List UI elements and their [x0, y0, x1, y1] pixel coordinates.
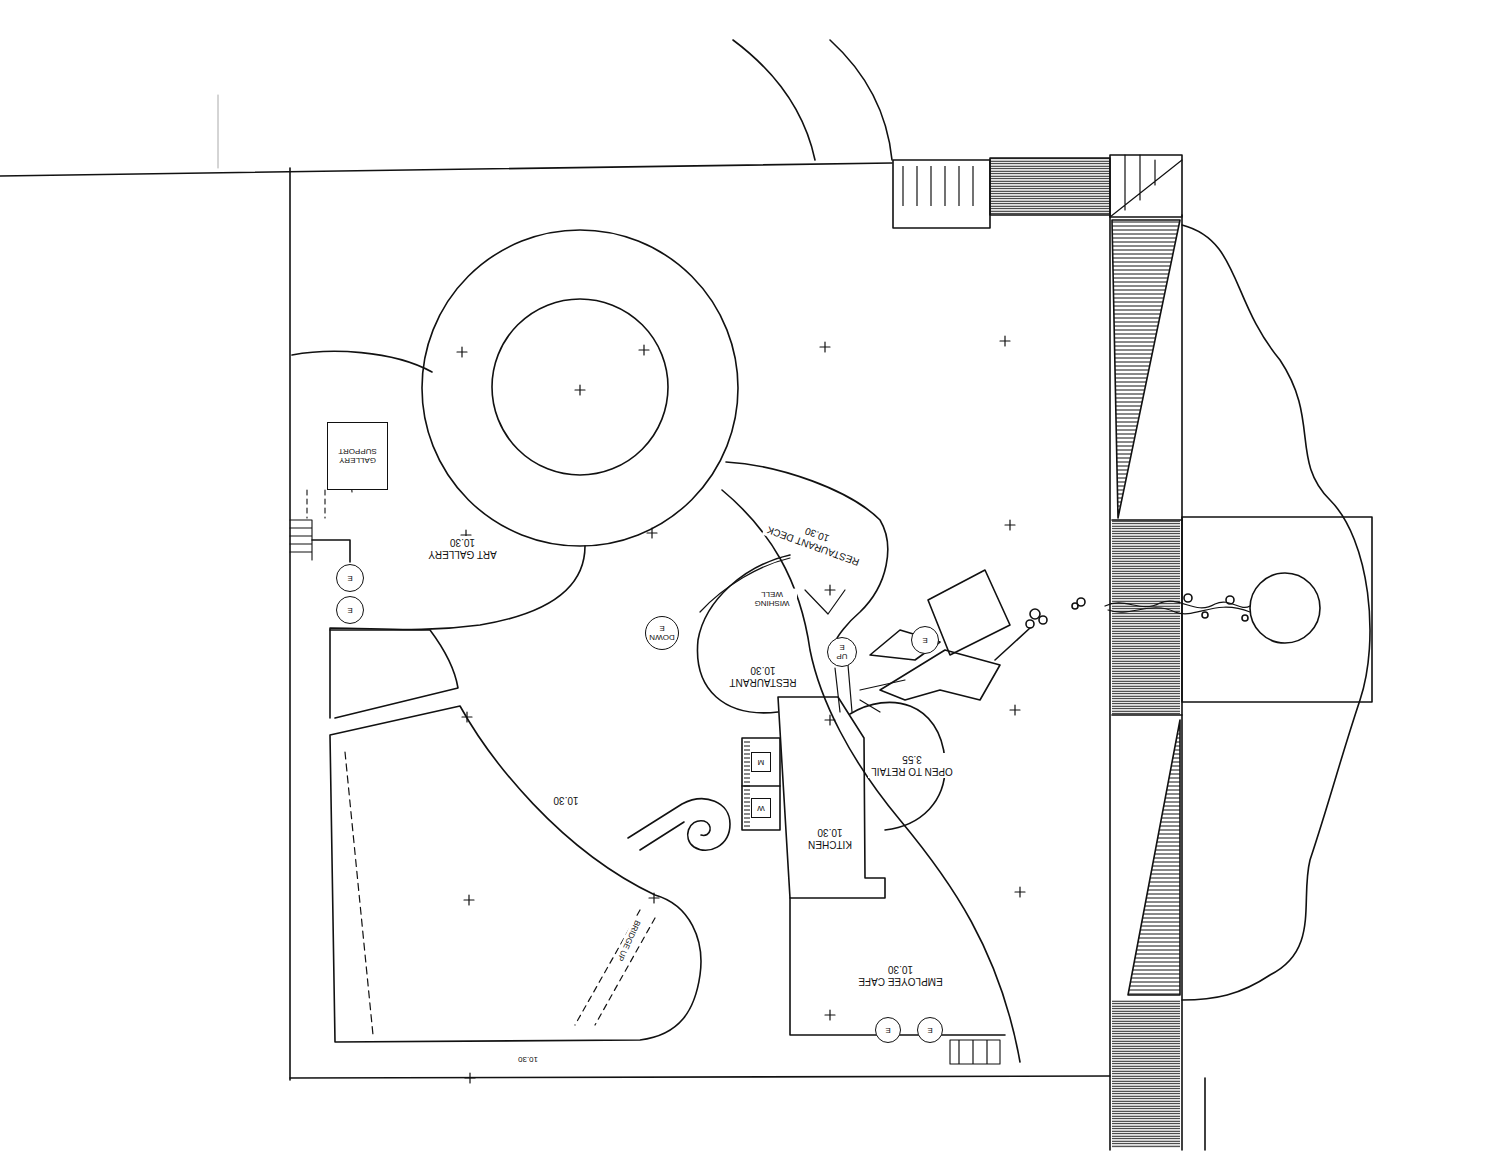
room-box: GALLERY SUPPORT — [327, 422, 388, 490]
plan-note: WISHING WELL — [747, 589, 797, 607]
room-area: OPEN TO RETAIL3.55 — [868, 753, 956, 778]
room-label: 10.30 — [817, 827, 842, 839]
room-label: 3.55 — [902, 754, 921, 766]
room-label: E — [839, 643, 844, 652]
elevator-circle: E — [336, 564, 364, 592]
room-label: 10.30 — [888, 964, 913, 976]
room-label: GALLERY SUPPORT — [333, 447, 382, 465]
room-label: E — [347, 573, 352, 582]
room-label: 10.30 — [553, 794, 578, 806]
room-label: OPEN TO RETAIL — [871, 766, 953, 778]
elevator-circle: E — [911, 626, 939, 654]
room-box: M — [751, 752, 771, 772]
room-label: E — [659, 624, 664, 633]
room-label: E — [347, 605, 352, 614]
room-label: EMPLOYEE CAFE — [858, 976, 942, 988]
room-area: 10.30 — [550, 793, 582, 807]
room-label: W — [757, 803, 765, 812]
room-label: KITCHEN — [808, 839, 852, 851]
elevator-circle: E — [875, 1017, 901, 1043]
plan-note: BRIDGE UP — [614, 917, 642, 964]
room-label: UP — [836, 652, 847, 661]
room-label: RESTAURANT — [729, 677, 796, 689]
room-label: E — [927, 1025, 932, 1034]
elevator-circle: UPE — [827, 637, 857, 667]
room-label: 10.30 — [450, 537, 475, 549]
room-box: W — [751, 798, 771, 818]
elevator-circle: E — [917, 1017, 943, 1043]
room-area: RESTAURANT10.30 — [726, 664, 800, 689]
plan-note: 10.30 — [516, 1054, 540, 1063]
elevator-circle: E — [336, 596, 364, 624]
room-label: 10.30 — [750, 665, 775, 677]
room-label: ART GALLERY — [428, 549, 496, 561]
room-label: DOWN — [649, 633, 674, 642]
room-label: M — [758, 757, 765, 766]
room-area: ART GALLERY10.30 — [425, 536, 500, 561]
elevator-circle: DOWNE — [645, 616, 679, 650]
room-area: EMPLOYEE CAFE10.30 — [855, 963, 946, 988]
room-label: E — [922, 635, 927, 644]
room-area: KITCHEN10.30 — [805, 826, 855, 851]
room-label: E — [885, 1025, 890, 1034]
